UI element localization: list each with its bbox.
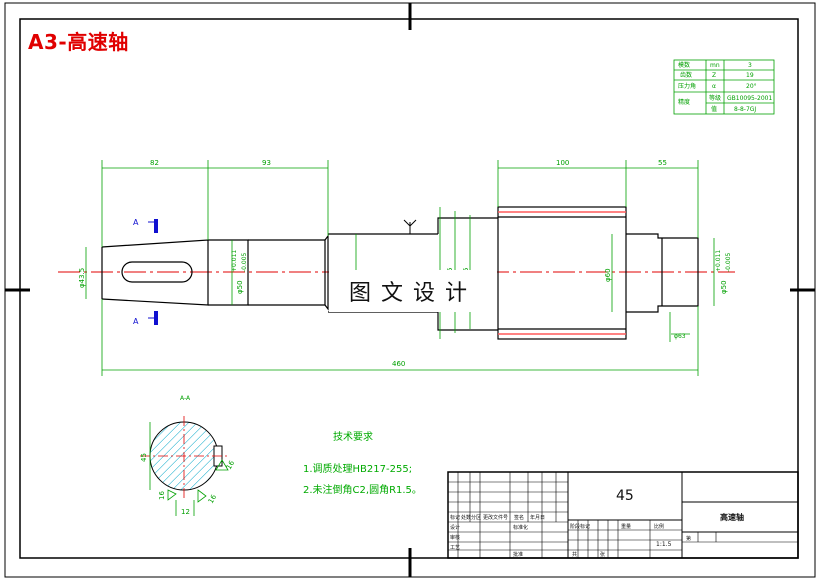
section-view-label: A-A bbox=[180, 395, 191, 402]
gear-row-5-sym: 值 bbox=[711, 105, 717, 113]
tb-label-std: 标准化 bbox=[513, 524, 528, 531]
gear-row-1-label: 模数 bbox=[678, 61, 690, 69]
tech-requirements-title: 技术要求 bbox=[333, 432, 373, 443]
gear-parameter-table bbox=[673, 59, 775, 115]
keyway-marker bbox=[403, 219, 417, 234]
tb-label-mark: 标记 bbox=[450, 514, 460, 521]
tb-label-scale: 比例 bbox=[654, 523, 664, 530]
tb-label-weight: 重量 bbox=[621, 523, 631, 530]
dim-dia-right: φ50 bbox=[720, 280, 728, 294]
shaft-outline bbox=[101, 206, 699, 340]
sec-dim-45: 45 bbox=[140, 453, 148, 462]
watermark: 图文设计 bbox=[329, 270, 497, 312]
section-view bbox=[140, 416, 230, 516]
dim-460: 460 bbox=[392, 360, 405, 368]
sec-dim-16c: 16 bbox=[225, 459, 237, 471]
gear-row-2-sym: Z bbox=[712, 72, 716, 79]
tb-material: 45 bbox=[616, 488, 634, 504]
dim-five-a: 5 bbox=[446, 268, 454, 272]
dim-93: 93 bbox=[262, 159, 271, 167]
tb-label-stage: 阶段标记 bbox=[570, 523, 590, 530]
dim-dia-gear: φ60 bbox=[604, 268, 612, 282]
tb-label-review: 审核 bbox=[450, 534, 460, 541]
section-letter-bottom: A bbox=[133, 317, 139, 326]
gear-teeth-lines bbox=[498, 211, 626, 335]
tb-label-approve: 批准 bbox=[513, 551, 523, 558]
tb-label-zone: 分区 bbox=[471, 514, 481, 521]
dim-tol-upper-right: +0.011 bbox=[715, 250, 722, 272]
gear-row-1-val: 3 bbox=[748, 62, 752, 69]
tb-label-sheet: 张 bbox=[600, 551, 605, 558]
dim-dia-left: φ43.5 bbox=[78, 268, 86, 288]
tech-requirement-2: 2.未注倒角C2,圆角R1.5。 bbox=[303, 485, 422, 496]
section-letter-top: A bbox=[133, 218, 139, 227]
sec-dim-16a: 16 bbox=[158, 491, 166, 500]
drawing-title: A3-高速轴 bbox=[28, 30, 129, 54]
dim-55: 55 bbox=[658, 159, 667, 167]
gear-row-2-val: 19 bbox=[746, 72, 754, 79]
gear-row-1-sym: mn bbox=[710, 62, 720, 69]
gear-row-4-sym: 等级 bbox=[709, 94, 721, 102]
sec-dim-12: 12 bbox=[181, 508, 190, 516]
tech-requirement-1: 1.调质处理HB217-255; bbox=[303, 464, 413, 475]
dim-tol-lower: -0.005 bbox=[241, 252, 248, 272]
tb-scale-value: 1:1.5 bbox=[656, 541, 672, 548]
gear-row-5-val: 8-8-7GJ bbox=[734, 106, 756, 113]
tb-label-total: 共 bbox=[572, 551, 577, 558]
tb-label-process: 工艺 bbox=[450, 545, 460, 551]
gear-row-3-val: 20° bbox=[746, 83, 757, 90]
dim-100: 100 bbox=[556, 159, 569, 167]
sec-dim-16b: 16 bbox=[207, 493, 219, 505]
gear-row-2-label: 齿数 bbox=[680, 71, 692, 79]
section-marker-bottom: A bbox=[133, 311, 158, 326]
tb-label-page: 第 bbox=[686, 535, 691, 542]
tb-label-date: 年月日 bbox=[530, 514, 545, 521]
gear-row-3-label: 压力角 bbox=[678, 82, 696, 90]
dim-tol-upper: +0.011 bbox=[231, 250, 238, 272]
tb-label-sign: 签名 bbox=[514, 514, 524, 521]
gear-row-4-val: GB10095-2001 bbox=[727, 95, 772, 102]
gear-row-4-label: 精度 bbox=[678, 98, 690, 106]
dim-82: 82 bbox=[150, 159, 159, 167]
tb-label-change: 更改文件号 bbox=[483, 514, 508, 521]
title-block bbox=[447, 471, 799, 559]
tb-label-design: 设计 bbox=[450, 524, 460, 531]
dimension-lines bbox=[85, 160, 715, 376]
section-marker-top: A bbox=[133, 218, 158, 233]
tb-label-count: 处数 bbox=[461, 514, 471, 521]
dim-dia-bottom: φ63 bbox=[674, 333, 686, 340]
tb-part-name: 高速轴 bbox=[720, 512, 744, 522]
dim-five-b: 5 bbox=[462, 268, 470, 272]
dim-tol-lower-right: -0.005 bbox=[725, 252, 732, 272]
dim-dia-keyed: φ50 bbox=[236, 280, 244, 294]
gear-row-3-sym: α bbox=[712, 83, 716, 90]
